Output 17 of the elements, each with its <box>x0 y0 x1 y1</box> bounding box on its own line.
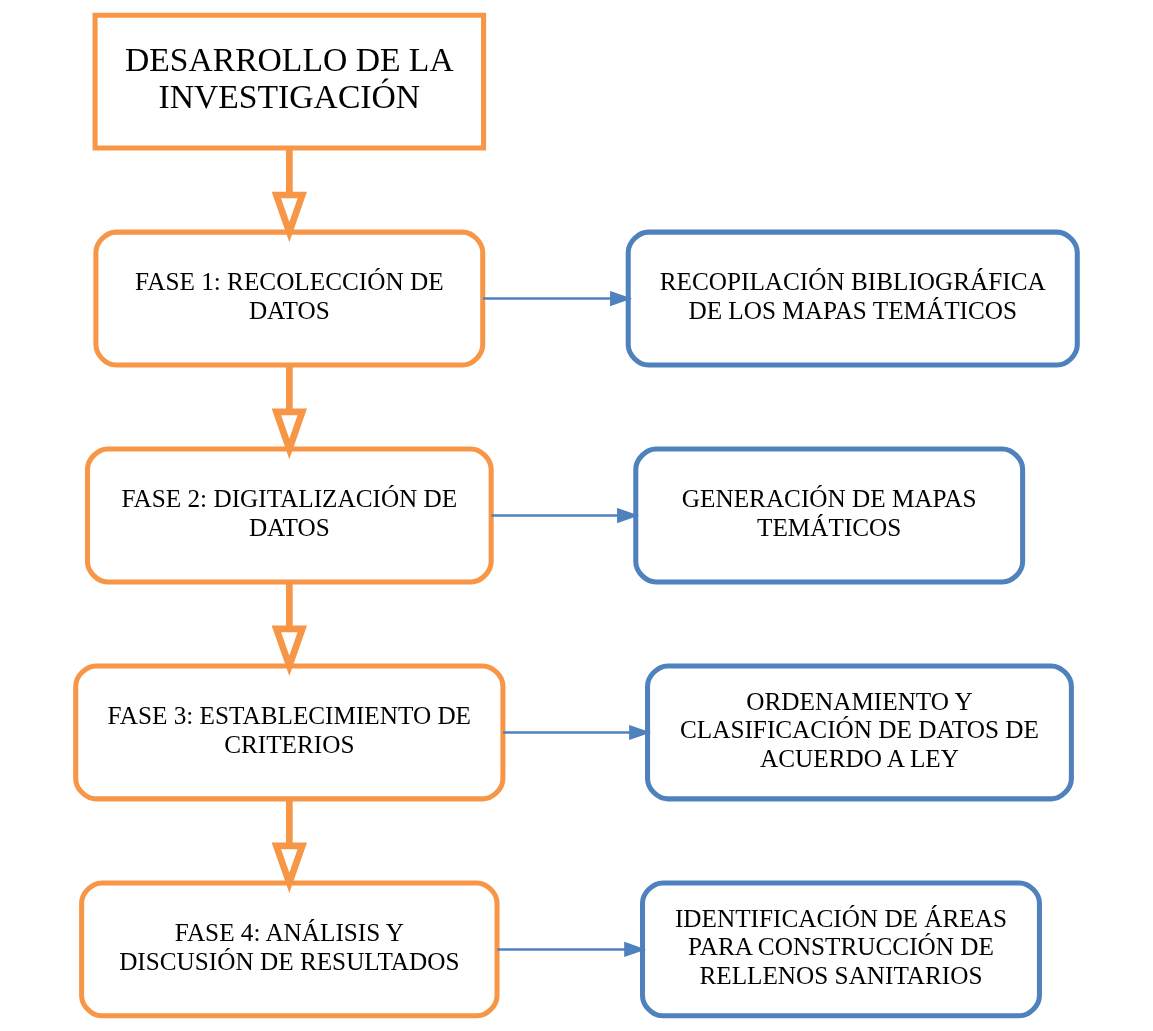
node-box: FASE 3: ESTABLECIMIENTO DE CRITERIOS <box>73 663 506 802</box>
node-box: FASE 1: RECOLECCIÓN DE DATOS <box>93 229 486 368</box>
node-box: DESARROLLO DE LA INVESTIGACIÓN <box>92 12 487 151</box>
node-box: GENERACIÓN DE MAPAS TEMÁTICOS <box>633 446 1026 585</box>
node-box: FASE 2: DIGITALIZACIÓN DE DATOS <box>84 446 494 585</box>
arrow <box>491 507 639 524</box>
node-box: FASE 4: ANÁLISIS Y DISCUSIÓN DE RESULTADOS <box>79 880 500 1019</box>
arrow <box>271 582 307 677</box>
node-box: IDENTIFICACIÓN DE ÁREAS PARA CONSTRUCCIÓN DE RELLENOS SANITARIOS <box>640 880 1042 1019</box>
arrow <box>271 148 307 243</box>
arrow <box>483 290 632 307</box>
node-box: ORDENAMIENTO Y CLASIFICACIÓN DE DATOS DE ACUERDO A LEY <box>645 663 1074 802</box>
arrow <box>271 365 307 460</box>
arrow <box>503 724 652 741</box>
arrow <box>497 941 647 958</box>
node-box: RECOPILACIÓN BIBLIOGRÁFICA DE LOS MAPAS TEMÁTICOS <box>625 229 1080 368</box>
arrow <box>271 799 307 894</box>
